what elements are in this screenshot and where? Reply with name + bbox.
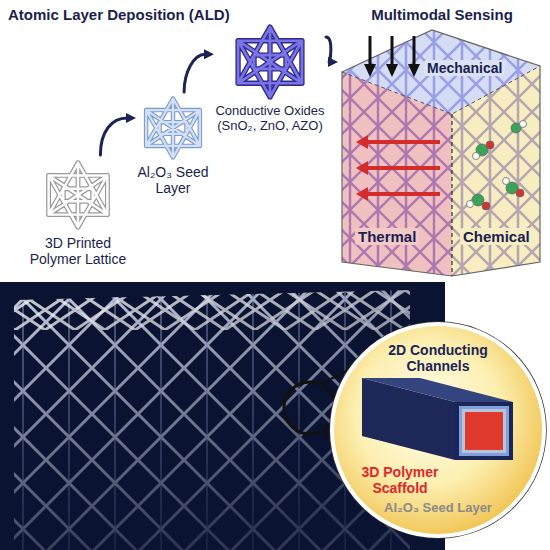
diagram-title: Atomic Layer Deposition (ALD): [8, 6, 230, 23]
lattice-stage: 3D Printed Polymer Lattice: [22, 155, 134, 267]
process-arrow: [326, 37, 338, 67]
face-label: Thermal: [355, 228, 419, 245]
arrow-head: [328, 57, 338, 67]
lattice-stage: Al₂O₃ Seed Layer: [136, 92, 210, 196]
text-slot: Atomic Layer Deposition (ALD): [8, 6, 230, 23]
face-label: Mechanical: [424, 60, 505, 76]
zoom-circle-art: [330, 322, 546, 538]
text-slot: 2D Conducting Channels: [379, 342, 497, 374]
face-label: Chemical: [460, 228, 533, 245]
layer-label: 2D Conducting Channels: [379, 342, 497, 374]
lattice-stage: Conductive Oxides (SnO₂, ZnO, AZO): [214, 20, 326, 134]
arrow-head: [126, 113, 136, 123]
sensing-cube: Multimodal SensingMechanicalThermal Chemi…: [338, 0, 546, 282]
layer-label: Al₂O₃ Seed Layer: [332, 500, 544, 516]
force-arrows: [364, 36, 420, 77]
process-arrow: [100, 113, 136, 155]
text-slot: Al₂O₃ Seed Layer: [332, 500, 544, 516]
process-arrow: [184, 49, 214, 92]
text-slot: 3D Polymer Scaffold: [358, 464, 442, 496]
arrow-head: [204, 49, 214, 59]
arrow-line: [100, 118, 127, 155]
gas-molecules: [467, 121, 527, 211]
zoom-inset: 2D Conducting Channels 3D Polymer Scaffol…: [332, 324, 544, 536]
stage-label: 3D Printed Polymer Lattice: [22, 235, 134, 267]
stage-label: Al₂O₃ Seed Layer: [136, 164, 210, 196]
polymer-lattice: [49, 163, 108, 227]
text-slot: Mechanical: [424, 60, 505, 76]
arrow-line: [184, 54, 205, 92]
sensing-cube-art: [330, 20, 550, 290]
cube-heading: Multimodal Sensing: [338, 6, 546, 23]
text-slot: Chemical: [460, 228, 533, 245]
seed-lattice: [146, 99, 200, 158]
stage-label: Conductive Oxides (SnO₂, ZnO, AZO): [214, 104, 326, 134]
text-slot: Thermal: [355, 228, 419, 245]
text-slot: Multimodal Sensing: [338, 6, 546, 23]
heat-arrows: [356, 135, 440, 201]
layer-label: 3D Polymer Scaffold: [358, 464, 442, 496]
oxide-lattice: [238, 27, 302, 97]
